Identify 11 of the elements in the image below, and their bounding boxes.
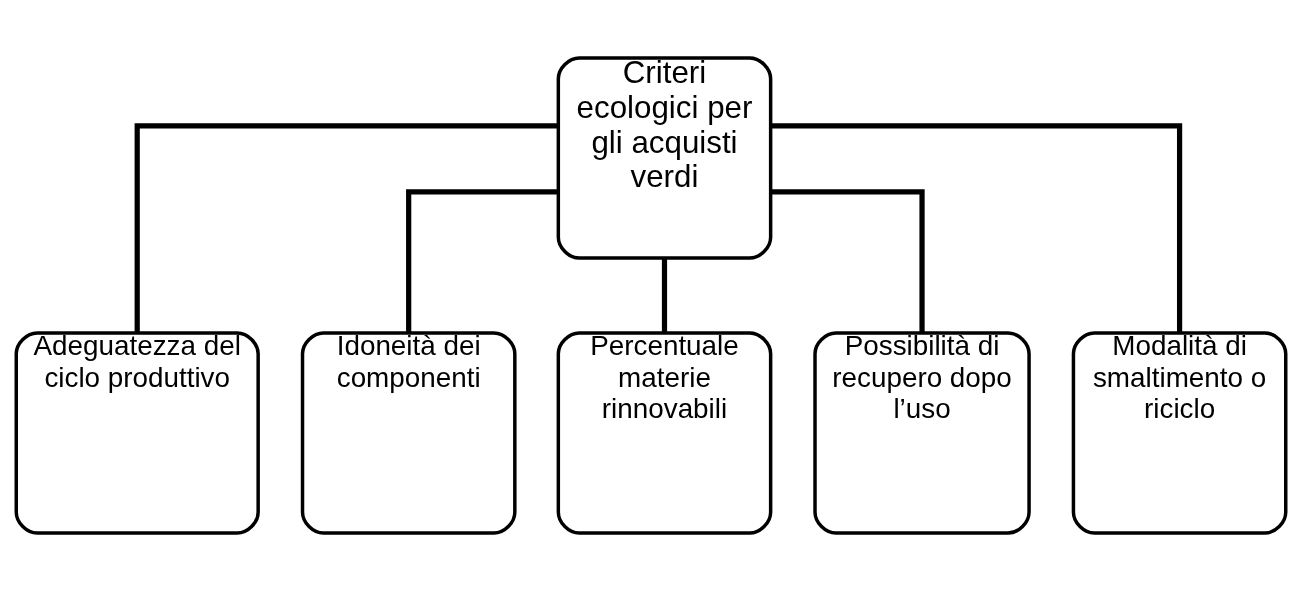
connector (661, 258, 668, 333)
node-box: Modalità di smaltimento o riciclo (1071, 330, 1288, 535)
connector (134, 122, 558, 332)
connector (406, 188, 559, 333)
node-box: Possibilità di recupero dopo l’uso (813, 330, 1031, 535)
node-box: Percentuale materie rinnovabili (556, 330, 773, 535)
node-box: Criteri ecologici per gli acquisti verdi (556, 55, 773, 260)
node-box: Idoneità dei componenti (300, 330, 517, 535)
node-box: Adeguatezza del ciclo produttivo (14, 330, 260, 535)
connector (771, 122, 1183, 332)
connector (770, 188, 925, 333)
